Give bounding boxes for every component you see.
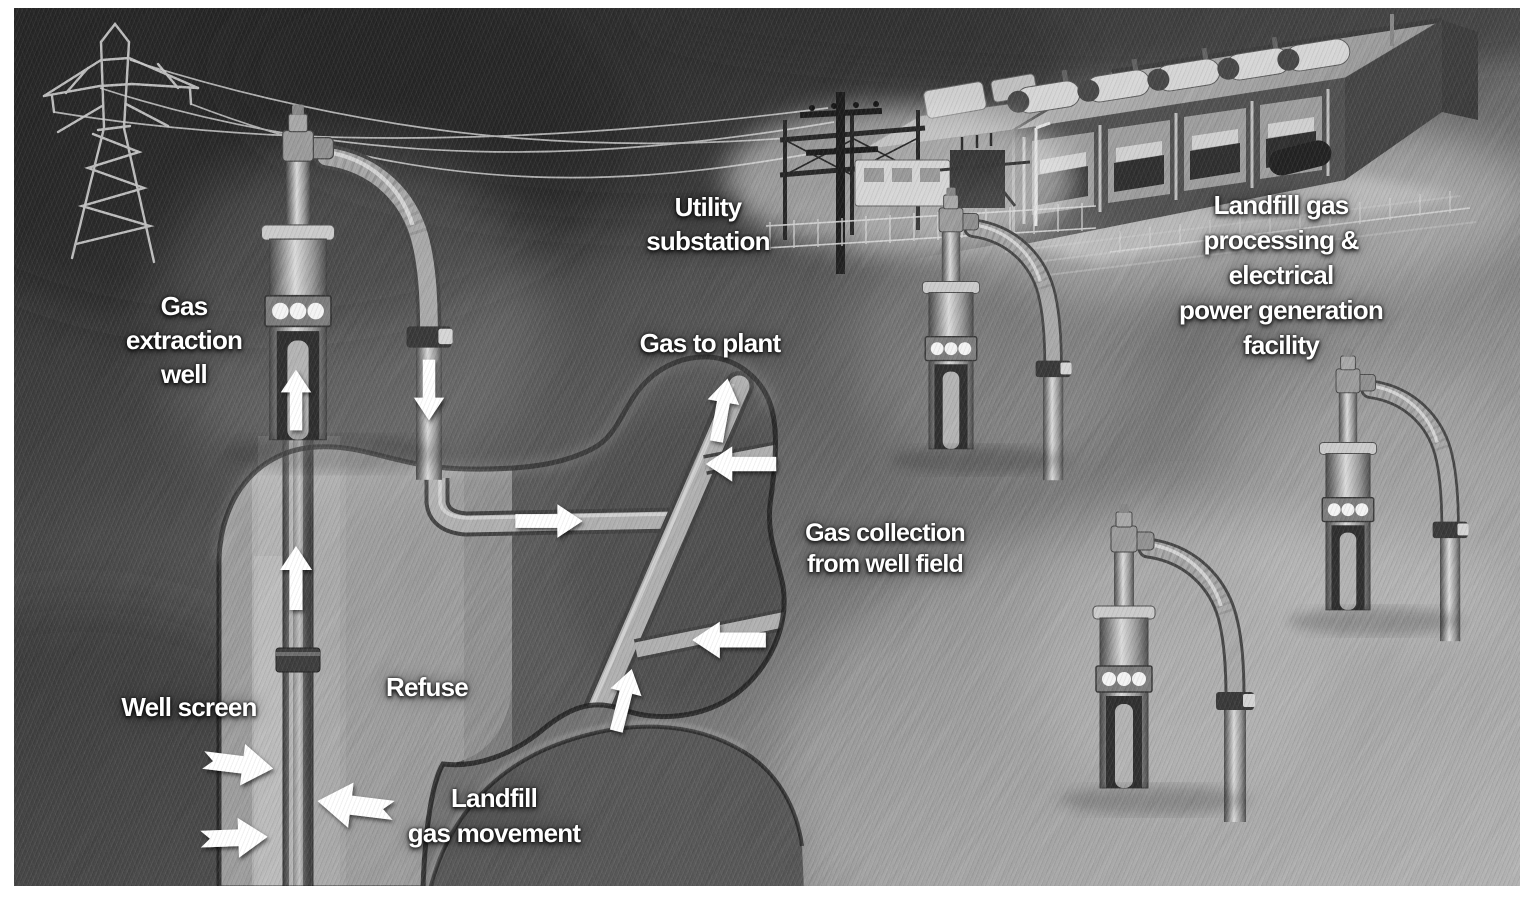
scene-art — [14, 8, 1520, 886]
illustration-canvas: Gas extraction well Utility substation L… — [14, 8, 1520, 886]
grain-texture — [14, 8, 1520, 886]
